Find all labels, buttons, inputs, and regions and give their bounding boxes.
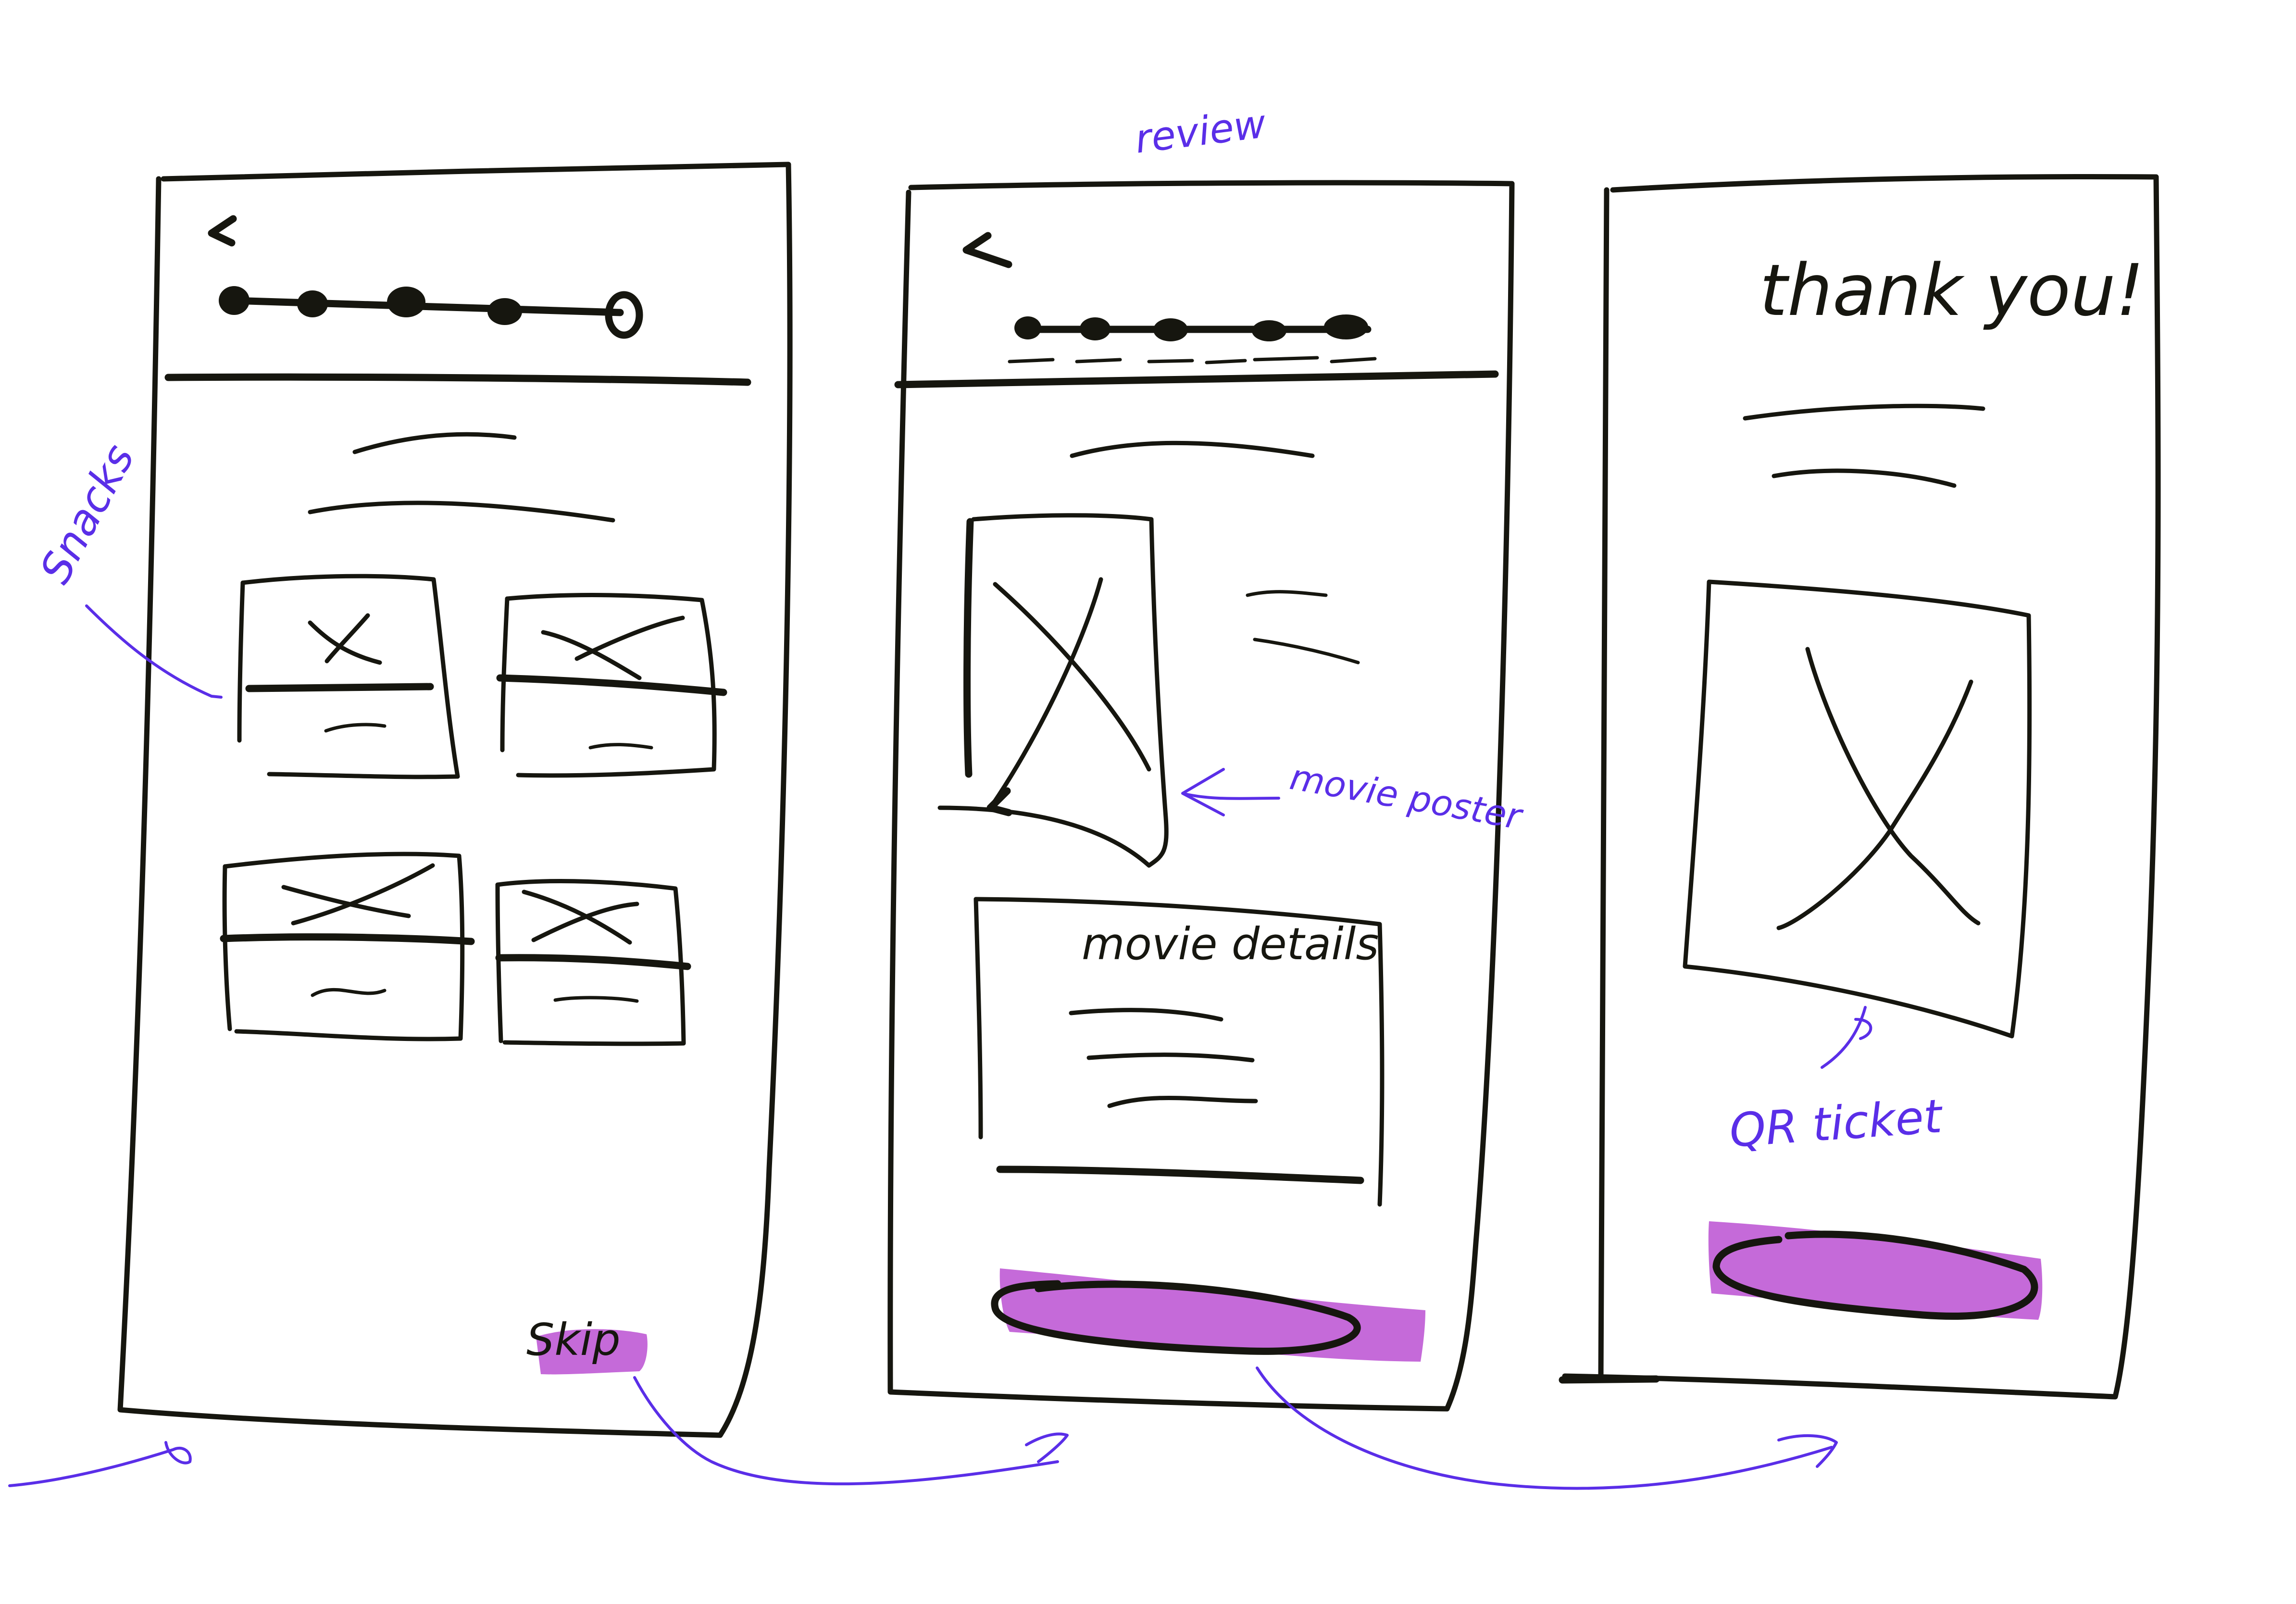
snacks-note: Snacks: [30, 436, 144, 591]
step-dot: [1324, 314, 1368, 339]
back-icon[interactable]: [962, 232, 1012, 268]
arrow-icon: [1777, 1434, 1838, 1468]
phone-frame: [117, 162, 793, 1438]
header-divider: [894, 370, 1499, 388]
screen-thank-you: thank you!: [1559, 174, 2161, 1400]
screen-snacks: Skip: [117, 162, 793, 1438]
screen-review: movie details: [887, 180, 1515, 1412]
progress-stepper: [219, 286, 643, 339]
step-dot: [487, 298, 522, 325]
flow-arrows: [8, 1366, 1838, 1490]
flow-arrow: [633, 1376, 1059, 1486]
header-divider: [164, 373, 751, 386]
entry-arrow: [8, 1441, 192, 1487]
details-title: movie details: [1082, 918, 1379, 970]
qr-code-placeholder: [1683, 579, 2032, 1039]
step-dot-open: [605, 291, 643, 339]
step-dot: [1153, 318, 1188, 341]
title-line: [352, 432, 517, 454]
finish-button[interactable]: [1708, 1221, 2043, 1320]
snack-card[interactable]: [220, 852, 475, 1041]
title-line: [1070, 440, 1315, 458]
thank-you-heading: thank you!: [1759, 249, 2144, 332]
qr-ticket-note: QR ticket: [1728, 1089, 1945, 1158]
annotation-review: review: [1133, 101, 1269, 163]
step-dot: [1080, 317, 1111, 340]
poster-info-line: [1246, 590, 1328, 597]
movie-poster-note: movie poster: [1287, 756, 1527, 838]
snack-card[interactable]: [496, 593, 727, 778]
subtitle-line: [308, 501, 615, 523]
step-dot: [219, 286, 250, 315]
confirm-button[interactable]: [991, 1268, 1425, 1362]
review-note: review: [1133, 101, 1269, 163]
movie-details-card: movie details: [973, 897, 1385, 1207]
message-line: [1743, 403, 1985, 421]
arrow-icon: [1181, 768, 1280, 816]
annotation-movie-poster: movie poster: [1181, 756, 1527, 838]
flow-arrow: [1256, 1366, 1833, 1490]
step-dot: [297, 290, 328, 317]
poster-info-line: [1253, 638, 1360, 664]
step-dot: [387, 287, 425, 317]
skip-label: Skip: [526, 1314, 621, 1366]
phone-frame: [1562, 174, 2161, 1400]
snack-card[interactable]: [495, 878, 691, 1046]
snack-card[interactable]: [237, 574, 460, 779]
progress-stepper: [1008, 314, 1377, 364]
movie-poster-placeholder: [937, 513, 1169, 868]
skip-button[interactable]: Skip: [526, 1314, 648, 1375]
phone-frame: [887, 180, 1515, 1412]
step-dot: [1252, 320, 1286, 341]
annotation-snacks: Snacks: [30, 436, 223, 699]
step-dot: [1014, 316, 1041, 339]
annotation-qr-ticket: QR ticket: [1728, 1006, 1945, 1158]
arrow-icon: [1025, 1432, 1069, 1463]
message-line: [1772, 468, 1957, 488]
back-icon[interactable]: [208, 215, 237, 247]
